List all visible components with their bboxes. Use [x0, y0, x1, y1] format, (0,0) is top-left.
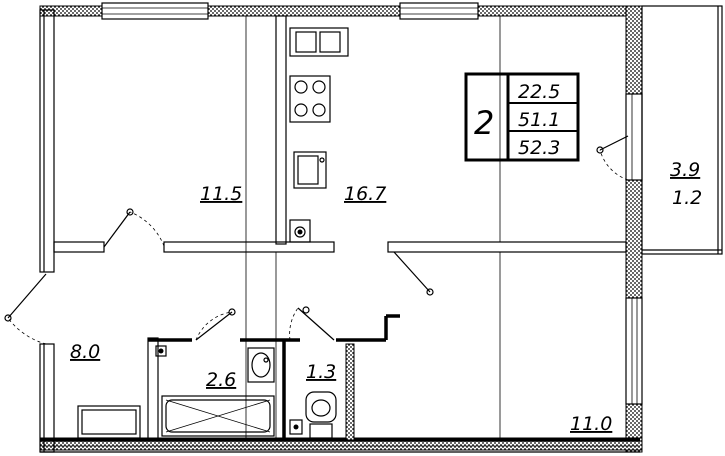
living-area: 22.5 — [518, 81, 560, 103]
top-windows — [101, 2, 479, 20]
hall-area: 8.0 — [70, 341, 100, 363]
balcony-area: 3.9 — [670, 159, 700, 181]
stove-icon — [289, 75, 331, 123]
bottom-wall — [40, 438, 640, 453]
kitchen-fixtures — [289, 27, 349, 243]
summary-box — [464, 72, 580, 162]
total-area: 52.3 — [518, 137, 560, 159]
wc-area: 1.3 — [306, 361, 336, 383]
bathroom-area: 2.6 — [206, 369, 236, 391]
bath-fixtures — [155, 345, 337, 439]
room-area-bottom-right: 11.0 — [570, 413, 612, 435]
radiator-icon — [77, 405, 141, 439]
left-wall — [39, 9, 55, 453]
total-living-area: 51.1 — [518, 109, 560, 131]
room-count: 2 — [474, 104, 494, 142]
kitchen-sink-icon — [293, 151, 327, 189]
kitchen-area: 16.7 — [344, 183, 386, 205]
balcony — [641, 5, 723, 255]
door-swings — [4, 135, 629, 345]
washbasin-icon — [247, 347, 275, 383]
toilet-icon — [305, 391, 337, 439]
bathtub-icon — [161, 395, 275, 437]
interior-walls — [53, 15, 627, 441]
room-area-top-left: 11.5 — [200, 183, 242, 205]
balcony-coef: 1.2 — [672, 187, 702, 209]
